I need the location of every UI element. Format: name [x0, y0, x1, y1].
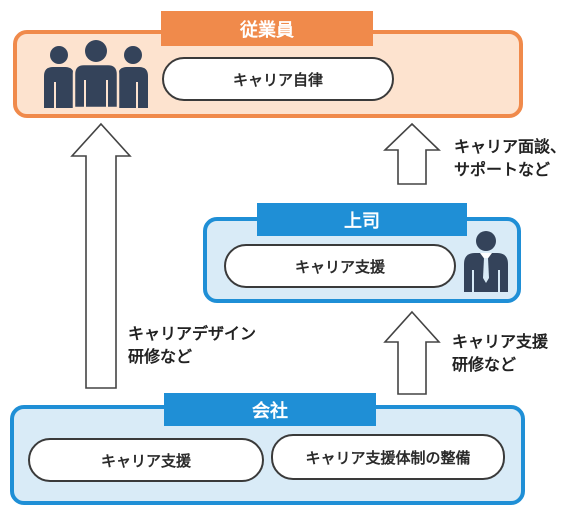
up-arrow-company-to-boss — [383, 310, 441, 395]
businessman-icon — [464, 231, 508, 292]
company-header: 会社 — [164, 393, 376, 426]
mid-right-arrow-label-line2: 研修など — [452, 355, 517, 374]
group-of-people-icon — [44, 40, 148, 108]
top-right-arrow-label: キャリア面談、 サポートなど — [454, 135, 566, 181]
boss-header: 上司 — [257, 203, 467, 236]
top-right-arrow-label-line2: サポートなど — [454, 160, 551, 179]
up-arrow-company-to-employee — [70, 122, 132, 389]
employee-header: 従業員 — [161, 11, 373, 46]
career-autonomy-pill: キャリア自律 — [162, 57, 394, 101]
left-arrow-label: キャリアデザイン 研修など — [128, 322, 256, 368]
career-support-pill-boss: キャリア支援 — [224, 244, 456, 288]
left-arrow-label-line1: キャリアデザイン — [128, 324, 257, 343]
mid-right-arrow-label-line1: キャリア支援 — [452, 332, 549, 351]
top-right-arrow-label-line1: キャリア面談、 — [454, 137, 567, 156]
career-support-system-pill: キャリア支援体制の整備 — [271, 434, 505, 480]
mid-right-arrow-label: キャリア支援 研修など — [452, 330, 548, 376]
left-arrow-label-line2: 研修など — [128, 347, 193, 366]
career-support-pill-company: キャリア支援 — [28, 438, 264, 482]
up-arrow-boss-to-employee — [383, 122, 441, 185]
